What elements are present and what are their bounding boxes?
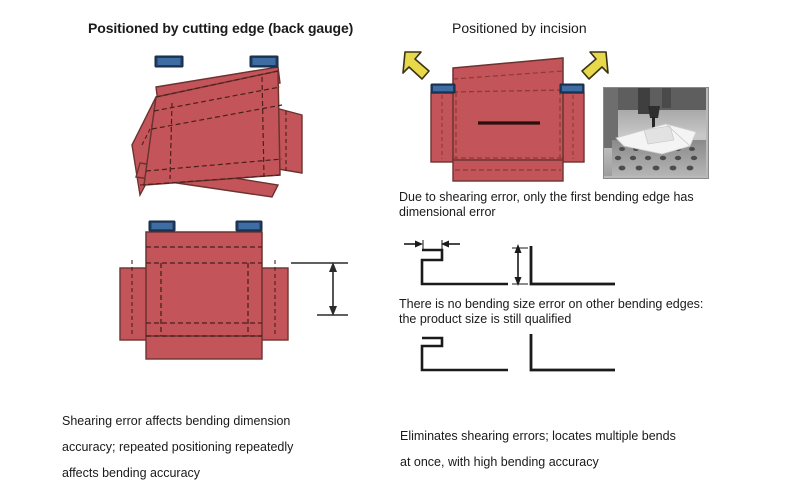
- right-panel-title: Positioned by incision: [452, 20, 587, 36]
- profile-tall-flange: [512, 244, 615, 286]
- figure-aligned-blank: [105, 205, 355, 380]
- blank-right-wing: [259, 260, 289, 341]
- figure-incision-blank: [398, 46, 613, 186]
- blank-main-body: [139, 70, 283, 186]
- left-panel-title: Positioned by cutting edge (back gauge): [88, 20, 354, 36]
- back-gauge-block-right: [559, 83, 585, 94]
- back-gauge-block-right: [235, 220, 263, 232]
- back-gauge-block-left: [148, 220, 176, 232]
- back-gauge-block-left: [430, 83, 456, 94]
- profile-short-flange: [420, 336, 508, 372]
- blank-left-wing: [119, 260, 149, 341]
- left-panel-caption: Shearing error affects bending dimension…: [62, 414, 294, 480]
- back-gauge-block-right: [249, 55, 279, 68]
- dimension-callout: [291, 262, 348, 316]
- profile-short-flange: [404, 240, 508, 286]
- blank-main-body: [145, 231, 263, 337]
- figure-skewed-blank: [110, 45, 340, 198]
- blank-main-body: [452, 57, 564, 161]
- laser-cutting-photo: [603, 87, 709, 179]
- gauge-pointer-arrow-right: [581, 51, 609, 80]
- right-panel-caption: Eliminates shearing errors; locates mult…: [400, 429, 676, 469]
- back-gauge-block-left: [154, 55, 184, 68]
- figure-profile-pair-plain: [400, 332, 620, 378]
- no-bending-error-note: There is no bending size error on other …: [399, 297, 704, 326]
- blank-bottom-flap: [145, 332, 263, 360]
- figure-profile-pair-dimensioned: [400, 230, 620, 292]
- gauge-pointer-arrow-left: [402, 51, 430, 80]
- shearing-error-note: Due to shearing error, only the first be…: [399, 190, 694, 219]
- blank-left-wing: [430, 88, 456, 163]
- profile-tall-flange: [529, 334, 615, 372]
